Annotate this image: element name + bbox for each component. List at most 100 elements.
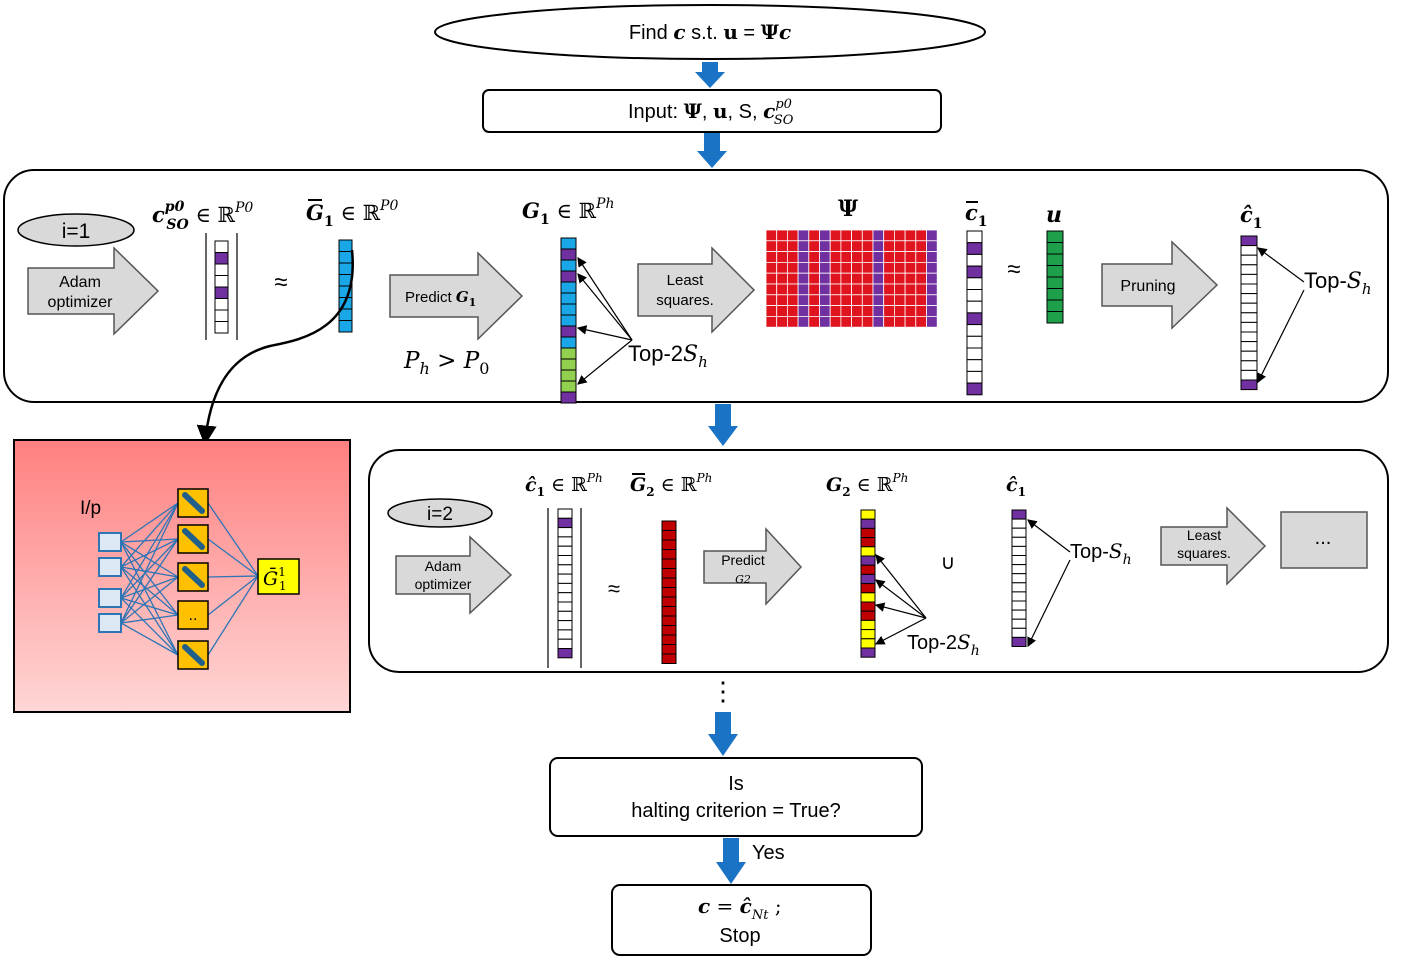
psi-matrix-cell <box>915 315 927 328</box>
psi-matrix-cell <box>861 294 874 306</box>
g1-cell <box>560 325 577 338</box>
g2-bar-label: G2 ∈ ℝPh <box>630 471 712 499</box>
psi-matrix-cell <box>808 283 820 296</box>
network-edge <box>207 575 259 656</box>
network-hidden-node <box>177 640 209 670</box>
g1-bar-cell <box>338 251 353 264</box>
psi-matrix-cell <box>894 251 906 263</box>
network-edge <box>120 538 179 543</box>
g1-bar-cell <box>338 239 353 252</box>
psi-matrix-cell <box>819 272 831 285</box>
psi-matrix-cell <box>883 283 895 296</box>
flow-arrow-3 <box>708 404 738 446</box>
predict-g1-arrow <box>389 251 524 341</box>
psi-matrix-cell <box>776 240 788 253</box>
network-edge <box>207 575 259 578</box>
least-squares-arrow-2 <box>1160 506 1267 586</box>
network-hidden-node <box>177 600 209 630</box>
c-so-cell <box>214 252 229 265</box>
iteration-1-label: i=1 <box>62 220 91 243</box>
psi-matrix-cell <box>851 283 863 296</box>
psi-matrix-cell <box>883 251 895 263</box>
c1-hat-r2-cell <box>557 620 573 631</box>
c1-hat-r2-cell <box>557 555 573 566</box>
psi-matrix-cell <box>894 294 906 306</box>
c1-bar-cell <box>966 312 983 326</box>
psi-matrix-cell <box>765 240 778 253</box>
psi-matrix-cell <box>797 305 810 317</box>
network-input-node <box>98 613 122 633</box>
c1-hat-r2-cell <box>557 573 573 584</box>
psi-matrix-cell <box>776 229 788 242</box>
g1-cell <box>560 380 577 393</box>
continuation-box <box>1280 511 1368 569</box>
psi-matrix-cell <box>872 261 885 274</box>
c1-hat-cell <box>1240 245 1258 256</box>
u-cell <box>1046 253 1064 266</box>
psi-matrix-cell <box>904 261 917 274</box>
c1-hat-r2b-cell <box>1011 509 1027 520</box>
g2-label: G2 ∈ ℝPh <box>826 471 908 499</box>
psi-matrix-cell <box>926 294 938 306</box>
psi-matrix-cell <box>915 229 927 242</box>
network-edge <box>207 502 259 577</box>
network-edge <box>120 576 179 624</box>
g1-label: G1 ∈ ℝPh <box>522 196 614 228</box>
g1-cell <box>560 281 577 294</box>
c1-hat-cell <box>1240 264 1258 275</box>
network-input-node <box>98 532 122 552</box>
psi-matrix-cell <box>915 251 927 263</box>
psi-matrix-cell <box>872 272 885 285</box>
g1-cell <box>560 270 577 283</box>
g2-cell <box>860 537 876 548</box>
psi-matrix-cell <box>851 294 863 306</box>
c1-hat-r2-cell <box>557 536 573 547</box>
top-sh-label-2: Top-Sh <box>1070 539 1132 568</box>
network-edge <box>120 622 179 656</box>
c1-hat-label-row2: ĉ1 <box>1006 474 1026 499</box>
psi-matrix-cell <box>819 251 831 263</box>
psi-matrix-cell <box>926 315 938 328</box>
psi-matrix-cell <box>840 272 853 285</box>
psi-matrix-cell <box>787 229 799 242</box>
g2-cell <box>860 546 876 557</box>
c1-hat-r2-cell <box>557 629 573 640</box>
c1-bar-cell <box>966 335 983 349</box>
activation-icon <box>182 492 205 514</box>
vertical-ellipsis: ⋮ <box>710 676 736 706</box>
psi-matrix-cell <box>787 294 799 306</box>
g2-bar-cell <box>661 644 677 655</box>
psi-matrix-cell <box>797 272 810 285</box>
g2-bar-cell <box>661 615 677 626</box>
psi-matrix-cell <box>926 229 938 242</box>
psi-matrix-cell <box>872 283 885 296</box>
g2-cell <box>860 527 876 539</box>
network-edge <box>120 538 179 568</box>
psi-matrix-cell <box>872 315 885 328</box>
c1-hat-r2b-cell <box>1011 564 1027 575</box>
c1-bar-cell <box>966 289 983 302</box>
g2-bar-cell <box>661 539 677 550</box>
c1-bar-cell <box>966 230 983 244</box>
c1-hat-r2-cell <box>557 545 573 557</box>
psi-matrix-cell <box>872 305 885 317</box>
c1-bar-cell <box>966 359 983 372</box>
u-cell <box>1046 299 1064 312</box>
network-input-label: I/p <box>80 498 101 519</box>
c1-hat-r2b-cell <box>1011 591 1027 602</box>
psi-matrix-cell <box>915 240 927 253</box>
psi-matrix-cell <box>926 283 938 296</box>
psi-matrix-cell <box>861 240 874 253</box>
c1-hat-r2b-cell <box>1011 573 1027 584</box>
psi-matrix-cell <box>808 229 820 242</box>
g1-cell <box>560 237 577 250</box>
c1-bar-cell <box>966 300 983 314</box>
network-graph <box>98 488 259 670</box>
g1-vector <box>560 237 577 404</box>
psi-matrix-cell <box>840 294 853 306</box>
c1-hat-r2b-cell <box>1011 627 1027 638</box>
